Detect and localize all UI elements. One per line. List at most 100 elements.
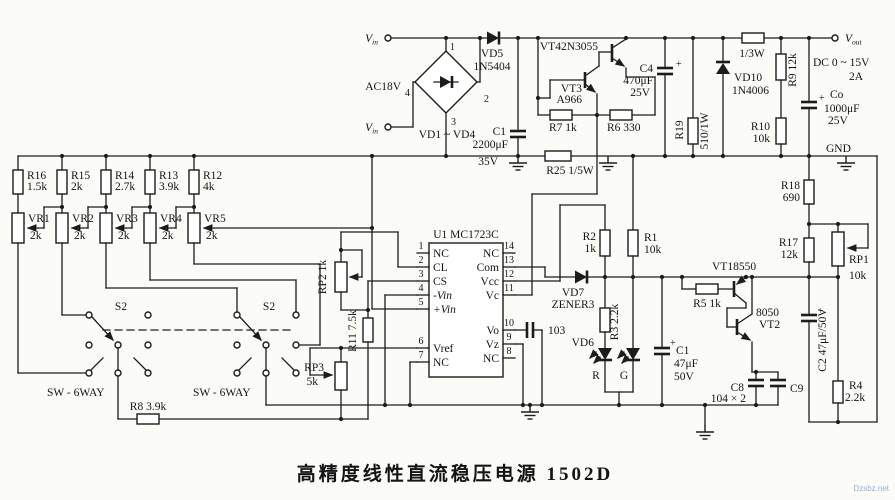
pot-rp3: RP3 5k [304, 347, 418, 420]
pin-13-num: 13 [504, 255, 514, 266]
c1-out-ref: C1 [676, 345, 690, 357]
pot-vr1 [11, 212, 25, 244]
vr2-value: 2k [74, 230, 86, 242]
r16-ref: R16 [27, 170, 46, 182]
r12-ref: R12 [203, 170, 222, 182]
pin-2-num: 2 [419, 255, 424, 266]
driver-network: R5 1k VT18550 8050 VT2 C8 104 × 2 C9 [681, 261, 804, 406]
feedback-network: R18 690 RP1 10k R17 12k + C2 47μF/50V R4… [779, 155, 878, 423]
pin-1-num: 1 [419, 241, 424, 252]
bridge-pin4: 4 [405, 88, 410, 99]
r10-value: 10k [753, 133, 771, 145]
c1-out-value: 47μF [674, 358, 698, 370]
monitor-network: VD7 ZENER3 R2 1k R1 10k R3 2.2k VD6 R G … [552, 155, 810, 406]
co-voltage: 25V [828, 115, 849, 127]
c2-plus: + [818, 306, 824, 317]
r6-label: R6 330 [607, 122, 641, 134]
bridge-pin1: 1 [450, 42, 455, 53]
led-g-label: G [620, 370, 628, 382]
resistor-r14 [100, 169, 112, 195]
rail-bottom [265, 404, 779, 440]
pin-4-label: -Vin [433, 290, 452, 302]
r9-label: R9 12k [787, 53, 799, 87]
pin-14-label: NC [483, 248, 499, 260]
r19-ref: R19 [674, 120, 686, 139]
c1-out-voltage: 50V [674, 371, 695, 383]
c2-label: C2 47μF/50V [817, 308, 829, 372]
gnd-label: GND [826, 143, 851, 155]
divider-network: R16 1.5k R15 2k R14 2.7k R13 3.9k R12 4k… [11, 155, 373, 374]
r25-label: R25 1/5W [546, 165, 594, 177]
vout-label: Vout [845, 33, 863, 47]
pin-12-num: 12 [504, 269, 514, 280]
vin-top-terminal [384, 34, 392, 42]
rp3-ref: RP3 [304, 362, 324, 374]
watermark: Dzsbz.net [853, 484, 889, 493]
bridge-pin3: 3 [451, 117, 456, 128]
pin-7-label: NC [433, 357, 449, 369]
pin-10-label: Vo [486, 325, 499, 337]
cap-c1-main: C1 2200μF 35V [472, 37, 526, 168]
resistor-r8: R8 3.9k [117, 401, 369, 425]
dc-rating-label: DC 0 ~ 15V [813, 57, 870, 69]
junction-dots [59, 35, 841, 425]
diode-vd5: VD5 1N5404 [473, 31, 511, 73]
input-terminals: Vin Vin AC18V [365, 33, 402, 136]
resistor-1-3w: 1/3W [739, 32, 765, 60]
resistor-r7: R7 1k [537, 37, 577, 134]
vt1-label: VT18550 [712, 261, 756, 273]
resistor-r11: R11 7.5k [347, 280, 418, 420]
ground-icon [520, 404, 540, 420]
cap-103-label: 103 [548, 325, 566, 337]
r19-value: 510/1W [699, 112, 711, 149]
pin-1-label: NC [433, 248, 449, 260]
r-series-label: 1/3W [739, 48, 765, 60]
switch-s2-right: S2 SW - 6WAY [102, 301, 300, 406]
c4-ref: C4 [640, 63, 654, 75]
ground-icon [836, 155, 856, 171]
ground-icon [695, 424, 715, 440]
schematic-title: 高精度线性直流稳压电源 1502D [297, 462, 613, 485]
r7-label: R7 1k [549, 122, 577, 134]
r16-value: 1.5k [27, 181, 47, 193]
pin-3-num: 3 [419, 269, 424, 280]
r15-value: 2k [71, 181, 83, 193]
r13-value: 3.9k [159, 181, 179, 193]
r3-label: R3 2.2k [609, 304, 621, 341]
led-green-icon [626, 348, 640, 360]
bridge-pin2: 2 [484, 94, 489, 105]
resistor-r12 [188, 169, 200, 195]
pin-14-num: 14 [504, 241, 514, 252]
r13-ref: R13 [159, 170, 178, 182]
r5-label: R5 1k [693, 298, 721, 310]
pin-5-label: +Vin [433, 304, 456, 316]
resistor-r6: R6 330 [571, 109, 656, 134]
ic-routing-wires [371, 155, 606, 406]
s2-right-label: S2 [263, 301, 275, 313]
rp1-ref: RP1 [849, 254, 869, 266]
r14-value: 2.7k [115, 181, 135, 193]
r17-value: 12k [781, 249, 799, 261]
r2-value: 1k [585, 243, 597, 255]
r1-value: 10k [644, 244, 662, 256]
r18-value: 690 [783, 192, 801, 204]
cap-c4: + C4 470μF 25V [623, 37, 682, 157]
resistor-r16 [12, 169, 24, 195]
vt3-ref: VT3 [561, 83, 582, 95]
c4-plus: + [676, 59, 682, 70]
c1-out-plus: + [670, 338, 676, 349]
c1-main-voltage: 35V [478, 156, 499, 168]
r1-ref: R1 [644, 232, 658, 244]
r4-ref: R4 [849, 380, 863, 392]
r11-label: R11 7.5k [347, 310, 359, 352]
pin-12-label: Vcc [480, 276, 499, 288]
switch-s2-left: S2 SW - 6WAY [47, 301, 152, 420]
vd6-label: VD6 [572, 337, 595, 349]
pin-9-num: 9 [507, 332, 512, 343]
sw-left-label: SW - 6WAY [47, 387, 105, 399]
resistor-r5 [695, 283, 719, 295]
ic-title: U1 MC1723C [433, 229, 499, 241]
resistor-r13 [144, 169, 156, 195]
